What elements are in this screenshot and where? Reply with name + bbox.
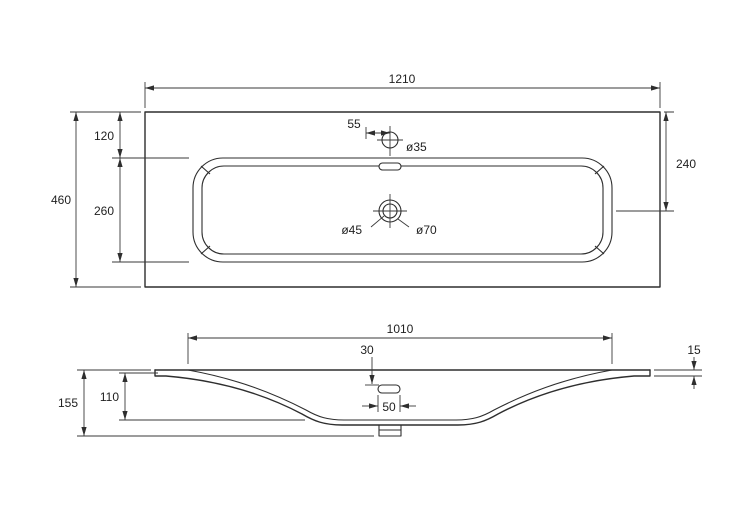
drain-hole: ø45 ø70 <box>341 194 437 237</box>
faucet-offset-label: 55 <box>347 117 361 131</box>
faucet-hole-circle <box>381 131 399 149</box>
drain-centerlines <box>373 194 407 228</box>
extension-lines <box>77 369 374 437</box>
top-view: ø35 ø45 ø70 1210 460 120 <box>51 72 696 288</box>
basin-corner-lines <box>200 165 605 255</box>
front-view: 1010 30 50 15 155 <box>58 322 702 437</box>
drain-inner-dia-label: ø45 <box>341 223 362 237</box>
drain-opening <box>377 384 401 394</box>
faucet-dia-label: ø35 <box>406 140 427 154</box>
extension-lines <box>654 369 702 377</box>
basin-inner-height-label: 110 <box>100 390 119 404</box>
faucet-hole: ø35 <box>377 126 427 156</box>
extension-lines <box>144 82 661 108</box>
extension-lines <box>119 372 305 421</box>
overflow-slot <box>378 162 402 171</box>
dim-overall-depth: 460 <box>51 111 141 288</box>
dim-back-offset: 120 <box>94 112 189 159</box>
outer-profile <box>154 369 651 426</box>
drain-opening-width-label: 50 <box>382 400 396 414</box>
extension-lines <box>616 111 674 212</box>
inner-profile <box>187 369 613 421</box>
dim-basin-inner-width: 1010 <box>187 322 613 364</box>
dim-overall-width: 1210 <box>144 72 661 108</box>
dim-basin-inner-height: 110 <box>100 372 305 421</box>
back-offset-label: 120 <box>94 129 114 143</box>
basin-inner-rim <box>201 165 604 255</box>
dim-top-to-drain: 30 <box>360 343 379 386</box>
overall-height-label: 155 <box>58 396 78 410</box>
drain-position-label: 240 <box>676 157 696 171</box>
overall-width-label: 1210 <box>389 72 416 86</box>
sink-outer-edge <box>144 111 661 288</box>
drain-outer-circle <box>378 199 402 223</box>
drain-outer-dia-label: ø70 <box>416 223 437 237</box>
drain-inner-circle <box>382 203 398 219</box>
basin-inner-width-label: 1010 <box>387 322 414 336</box>
basin-inner-depth-label: 260 <box>94 204 114 218</box>
rim-thickness-label: 15 <box>687 343 701 357</box>
basin-outer-rim <box>192 157 613 263</box>
extension-lines <box>70 111 141 288</box>
dim-overall-height: 155 <box>58 369 374 437</box>
faucet-centerlines <box>377 126 403 156</box>
drain-stub <box>378 425 402 437</box>
dim-drain-position: 240 <box>616 111 696 212</box>
extension-lines <box>377 395 401 412</box>
dim-rim-thickness: 15 <box>654 343 702 389</box>
dim-faucet-offset: 55 <box>347 117 390 139</box>
overall-depth-label: 460 <box>51 193 71 207</box>
dim-basin-inner-depth: 260 <box>94 158 189 263</box>
top-to-drain-label: 30 <box>360 343 374 357</box>
drain-leader-lines <box>370 215 410 228</box>
dim-drain-opening-width: 50 <box>362 395 416 414</box>
